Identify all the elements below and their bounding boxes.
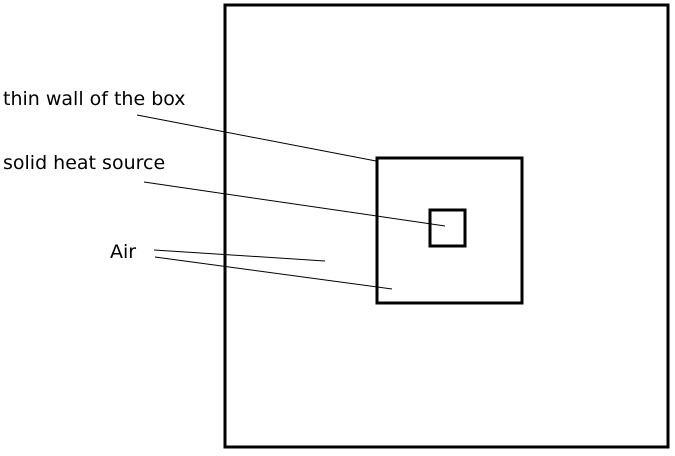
air-leader-line-inner [154,256,393,290]
wall-leader-line [136,114,377,162]
box-wall [375,156,524,305]
label-thin-wall: thin wall of the box [3,88,186,110]
heat-source [428,208,467,248]
label-heat-source: solid heat source [3,152,166,174]
source-leader-line [143,181,446,227]
outer-box [223,3,670,449]
label-air: Air [110,241,137,263]
air-leader-line-outer [153,249,326,262]
